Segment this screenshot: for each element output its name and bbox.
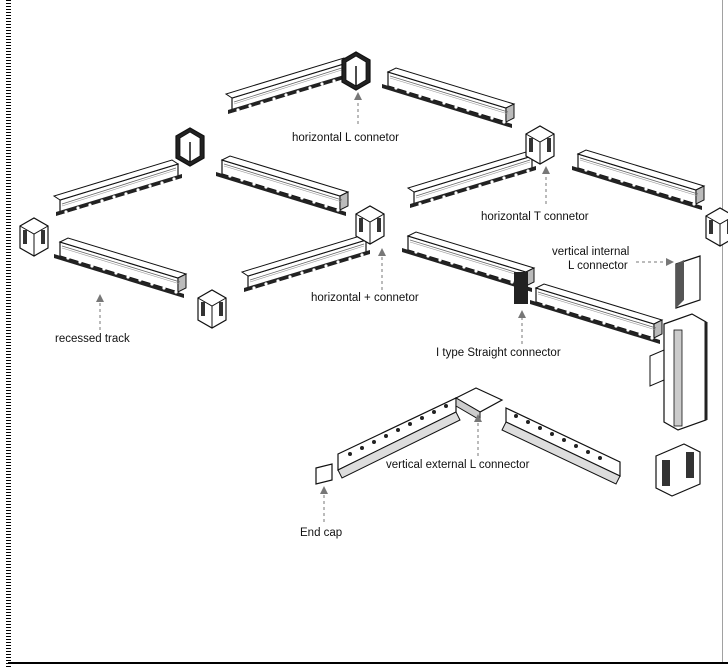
bottom-border bbox=[8, 662, 728, 664]
horizontal-l-connector bbox=[341, 51, 371, 91]
track-segment bbox=[53, 159, 183, 217]
label-i-type-straight-connector: I type Straight connector bbox=[436, 347, 561, 359]
left-border bbox=[6, 0, 11, 668]
label-horizontal-l-connector: horizontal L connetor bbox=[292, 132, 399, 144]
i-type-straight-connector bbox=[514, 272, 528, 304]
end-piece bbox=[197, 289, 227, 329]
track-segment bbox=[529, 283, 663, 345]
end-piece bbox=[19, 217, 49, 257]
end-cap-piece bbox=[649, 349, 665, 387]
l-connector bbox=[175, 127, 205, 167]
end-cap bbox=[315, 463, 333, 485]
label-vertical-internal-line1: vertical internal bbox=[552, 246, 630, 258]
track-segment bbox=[571, 149, 705, 211]
label-vertical-external-l-connector: vertical external L connector bbox=[386, 459, 530, 471]
label-end-cap: End cap bbox=[300, 527, 343, 539]
recessed-track bbox=[53, 237, 187, 299]
annotation-arrows bbox=[99, 98, 668, 522]
track-segment bbox=[225, 57, 355, 115]
label-horizontal-plus-connector: horizontal + connetor bbox=[311, 292, 419, 304]
right-edge-line bbox=[722, 0, 723, 662]
track-segment bbox=[241, 235, 371, 293]
track-segment bbox=[407, 151, 537, 209]
connector-partial bbox=[705, 207, 728, 247]
horizontal-t-connector bbox=[525, 125, 555, 165]
track-segment bbox=[215, 155, 349, 217]
label-vertical-internal-line2: L connector bbox=[568, 260, 628, 272]
track-segment bbox=[381, 67, 515, 129]
vertical-external-l-group bbox=[337, 387, 621, 485]
bracket-piece bbox=[655, 443, 701, 497]
horizontal-plus-connector bbox=[355, 205, 385, 245]
label-recessed-track: recessed track bbox=[55, 333, 130, 345]
label-horizontal-t-connector: horizontal T connetor bbox=[481, 211, 589, 223]
vertical-track bbox=[663, 313, 708, 431]
arrow-heads bbox=[96, 92, 674, 494]
